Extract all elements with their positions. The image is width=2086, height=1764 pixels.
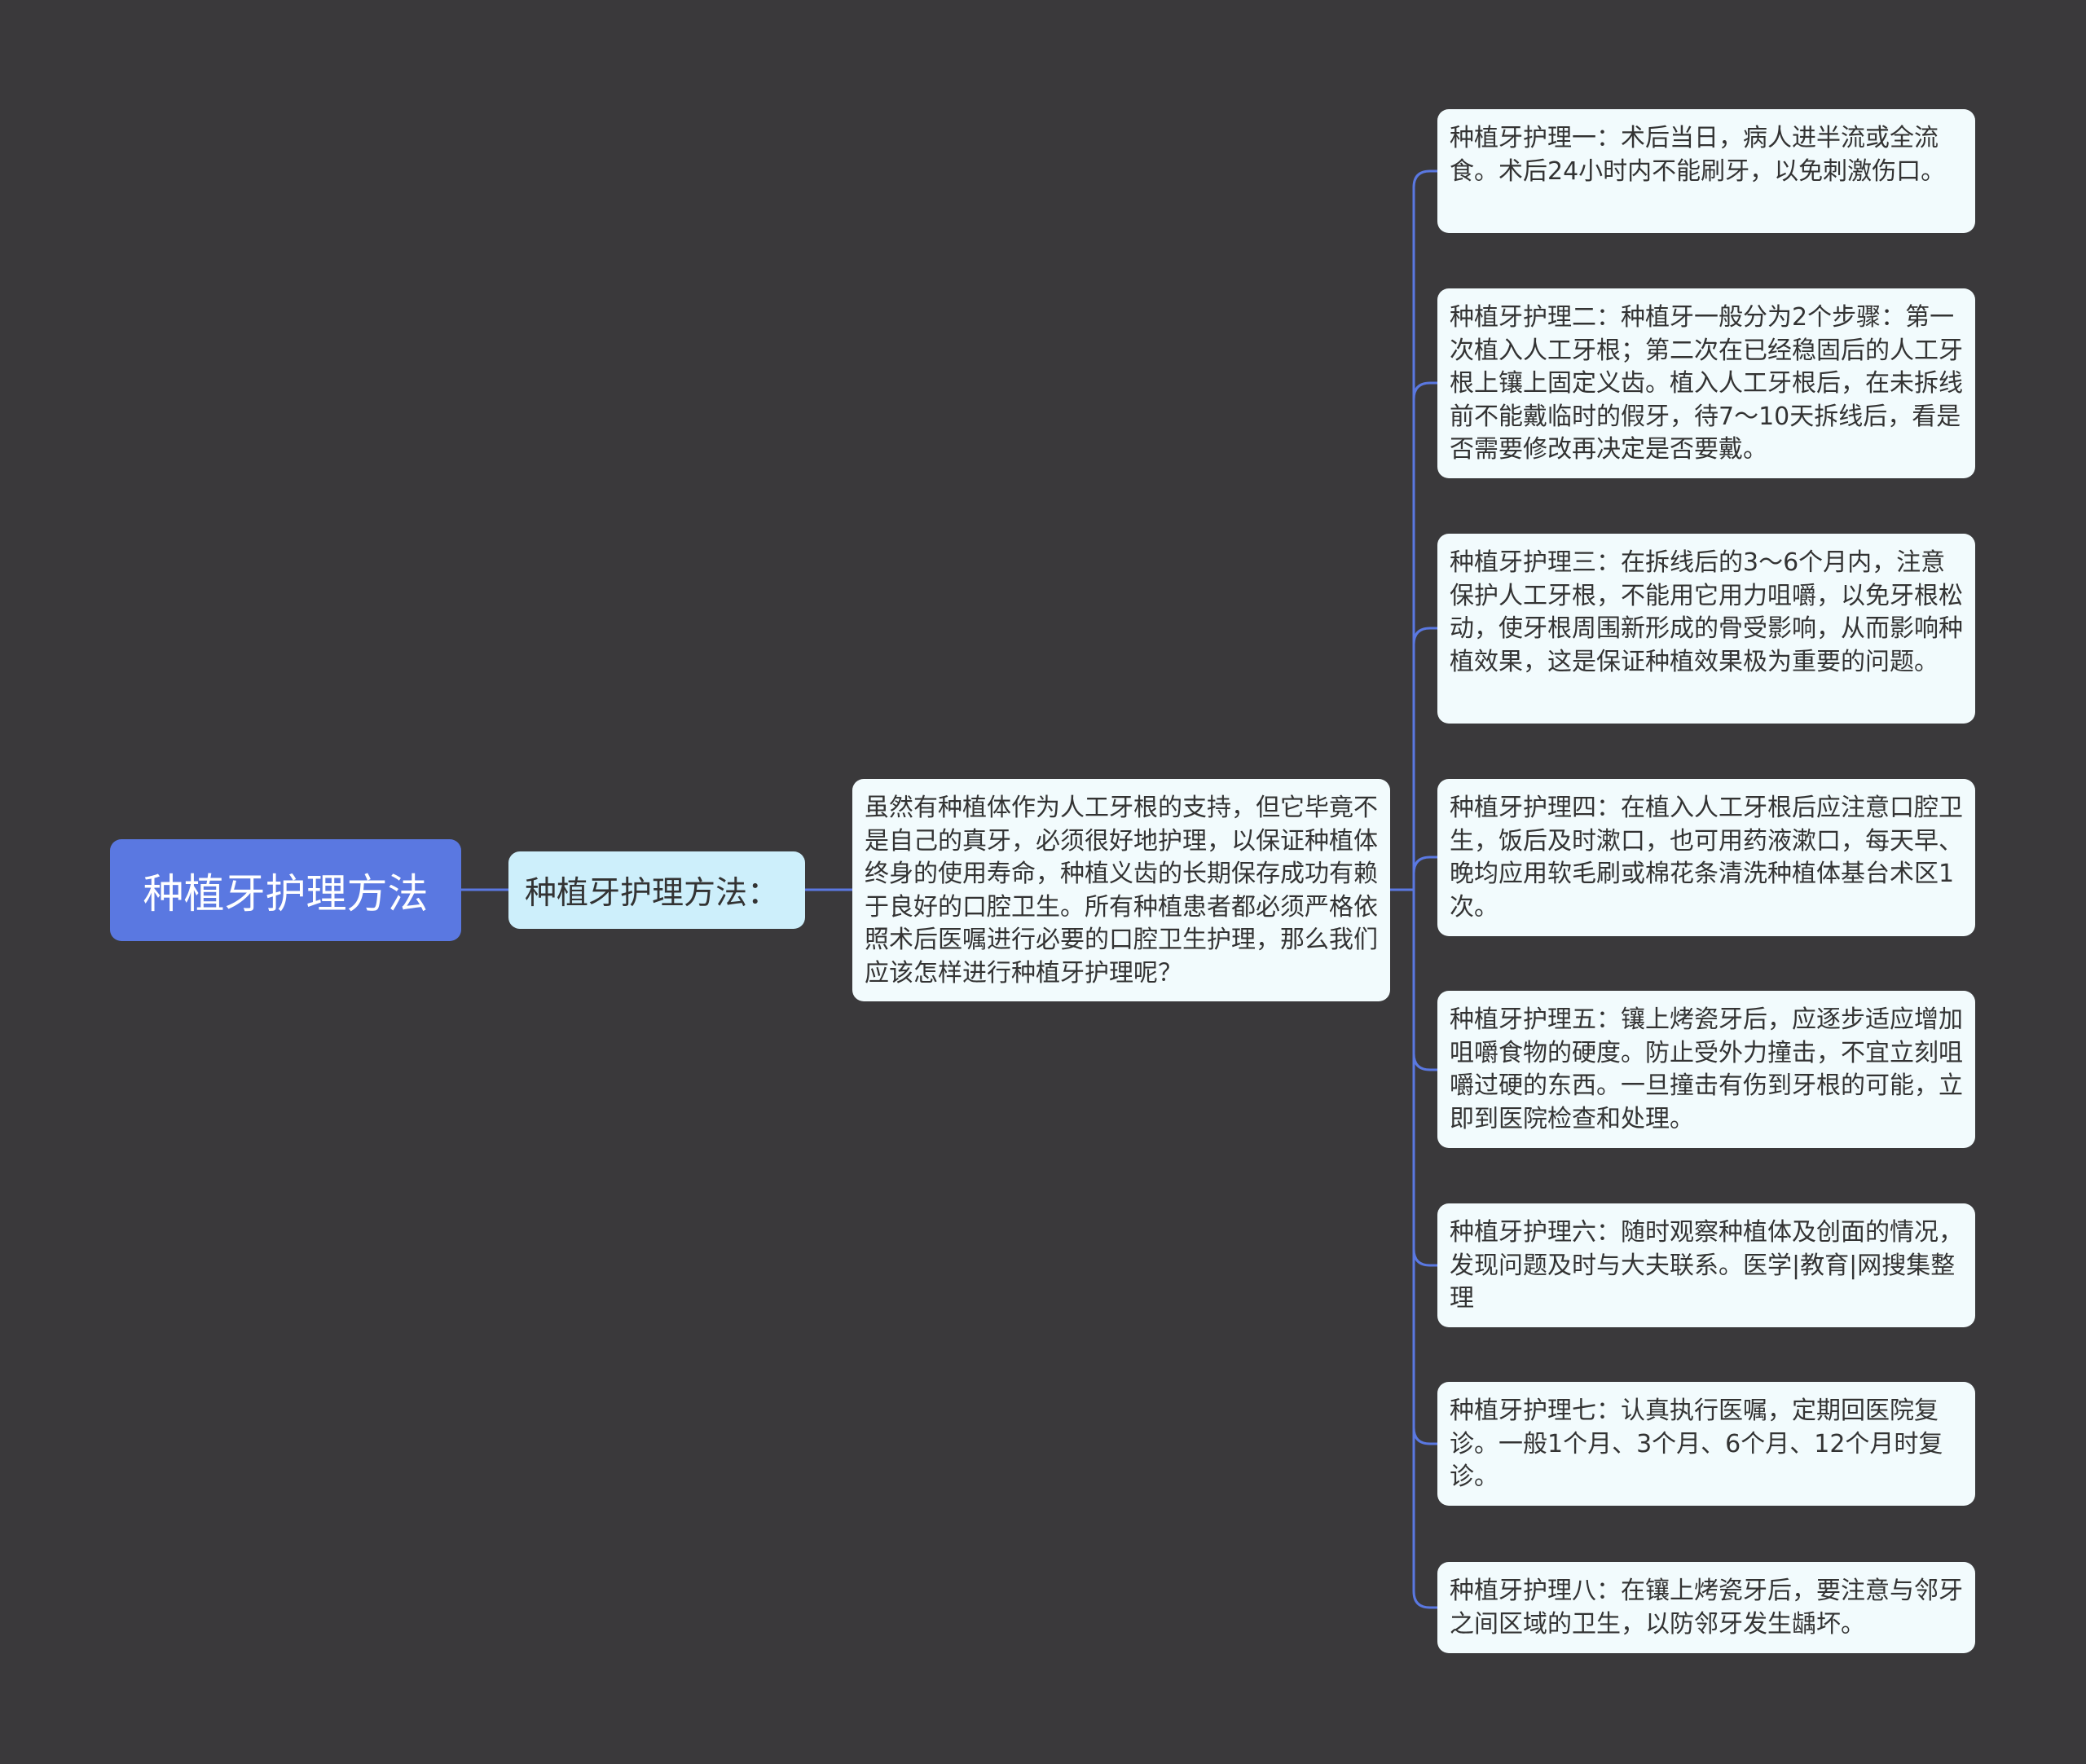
leaf-topic-text: 种植牙护理五：镶上烤瓷牙后，应逐步适应增加咀嚼食物的硬度。防止受外力撞击，不宜立…: [1450, 1005, 1963, 1133]
intro-topic-text: 虽然有种植体作为人工牙根的支持，但它毕竟不是自己的真牙，必须很好地护理，以保证种…: [865, 794, 1378, 988]
leaf-topic-text: 种植牙护理一：术后当日，病人进半流或全流食。术后24小时内不能刷牙，以免刺激伤口…: [1450, 124, 1946, 186]
leaf-topic-1[interactable]: 种植牙护理一：术后当日，病人进半流或全流食。术后24小时内不能刷牙，以免刺激伤口…: [1437, 109, 1975, 233]
connector-leaf-7: [1412, 890, 1437, 1445]
leaf-topic-text: 种植牙护理七：认真执行医嘱，定期回医院复诊。一般1个月、3个月、6个月、12个月…: [1450, 1397, 1943, 1491]
root-topic[interactable]: 种植牙护理方法: [110, 839, 461, 941]
connector-leaf-2: [1412, 381, 1437, 890]
leaf-topic-5[interactable]: 种植牙护理五：镶上烤瓷牙后，应逐步适应增加咀嚼食物的硬度。防止受外力撞击，不宜立…: [1437, 991, 1975, 1148]
leaf-topic-8[interactable]: 种植牙护理八：在镶上烤瓷牙后，要注意与邻牙之间区域的卫生，以防邻牙发生龋坏。: [1437, 1562, 1975, 1653]
leaf-topic-4[interactable]: 种植牙护理四：在植入人工牙根后应注意口腔卫生，饭后及时漱口，也可用药液漱口，每天…: [1437, 779, 1975, 936]
leaf-topic-text: 种植牙护理二：种植牙一般分为2个步骤：第一次植入人工牙根；第二次在已经稳固后的人…: [1450, 303, 1963, 464]
intro-topic[interactable]: 虽然有种植体作为人工牙根的支持，但它毕竟不是自己的真牙，必须很好地护理，以保证种…: [852, 779, 1390, 1001]
leaf-topic-3[interactable]: 种植牙护理三：在拆线后的3～6个月内，注意保护人工牙根，不能用它用力咀嚼，以免牙…: [1437, 534, 1975, 724]
connector-leaf-3: [1412, 627, 1437, 890]
leaf-topic-text: 种植牙护理三：在拆线后的3～6个月内，注意保护人工牙根，不能用它用力咀嚼，以免牙…: [1450, 548, 1963, 676]
leaf-topic-2[interactable]: 种植牙护理二：种植牙一般分为2个步骤：第一次植入人工牙根；第二次在已经稳固后的人…: [1437, 288, 1975, 478]
connector-leaf-1: [1412, 169, 1437, 890]
leaf-topic-text: 种植牙护理八：在镶上烤瓷牙后，要注意与邻牙之间区域的卫生，以防邻牙发生龋坏。: [1450, 1577, 1963, 1639]
leaf-topic-7[interactable]: 种植牙护理七：认真执行医嘱，定期回医院复诊。一般1个月、3个月、6个月、12个月…: [1437, 1382, 1975, 1506]
branch-topic-label: 种植牙护理方法：: [525, 874, 780, 912]
leaf-topic-text: 种植牙护理四：在植入人工牙根后应注意口腔卫生，饭后及时漱口，也可用药液漱口，每天…: [1450, 794, 1963, 922]
connector-leaf-5: [1412, 890, 1437, 1071]
branch-topic[interactable]: 种植牙护理方法：: [508, 851, 805, 929]
root-topic-label: 种植牙护理方法: [143, 869, 429, 917]
connector-leaf-8: [1412, 890, 1437, 1609]
connector-leaf-4: [1412, 856, 1437, 890]
leaf-topic-text: 种植牙护理六：随时观察种植体及创面的情况，发现问题及时与大夫联系。医学|教育|网…: [1450, 1218, 1963, 1313]
connector-leaf-6: [1412, 890, 1437, 1267]
leaf-topic-6[interactable]: 种植牙护理六：随时观察种植体及创面的情况，发现问题及时与大夫联系。医学|教育|网…: [1437, 1203, 1975, 1327]
